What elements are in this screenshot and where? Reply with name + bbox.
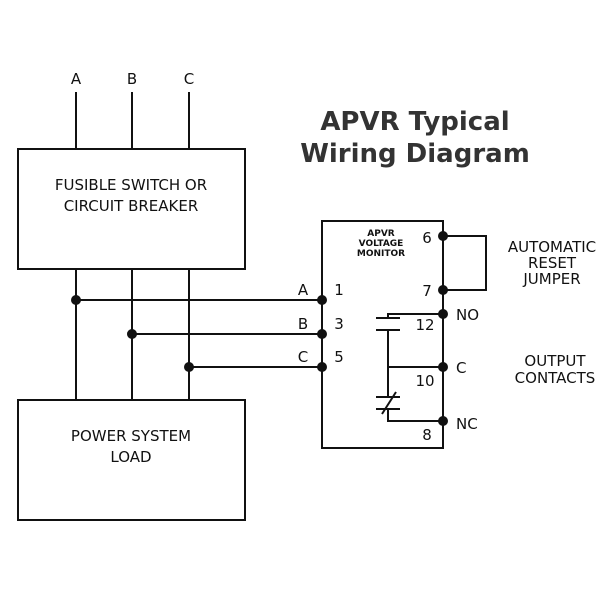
terminal-dot-7 bbox=[438, 285, 448, 295]
reset-jumper-wire bbox=[443, 235, 487, 291]
terminal-dot-6 bbox=[438, 231, 448, 241]
phase-label-b: B bbox=[127, 70, 137, 88]
terminal-dot-3 bbox=[317, 329, 327, 339]
phase-label-a: A bbox=[71, 70, 82, 88]
load-box bbox=[17, 399, 246, 521]
terminal-number-12: 12 bbox=[415, 316, 434, 334]
jumper-label-line1: AUTOMATIC bbox=[508, 238, 596, 256]
contact-label-nc: NC bbox=[456, 415, 478, 433]
jumper-label-line3: JUMPER bbox=[522, 270, 580, 288]
load-label-line2: LOAD bbox=[110, 448, 151, 466]
breaker-label-line1: FUSIBLE SWITCH OR bbox=[55, 176, 207, 194]
monitor-label-line2: VOLTAGE bbox=[359, 239, 404, 249]
nc-contact-wire bbox=[387, 409, 443, 422]
terminal-number-8: 8 bbox=[422, 426, 432, 444]
no-contact-wire bbox=[387, 313, 443, 318]
monitor-label-line1: APVR bbox=[367, 229, 395, 239]
load-label-line1: POWER SYSTEM bbox=[71, 427, 191, 445]
terminal-number-3: 3 bbox=[334, 315, 344, 333]
terminal-number-7: 7 bbox=[422, 282, 432, 300]
junction-dot-c bbox=[184, 362, 194, 372]
terminal-dot-12 bbox=[438, 309, 448, 319]
input-phase-label-a: A bbox=[298, 281, 309, 299]
monitor-label-line3: MONITOR bbox=[357, 249, 405, 259]
diagram-title-line1: APVR Typical bbox=[320, 107, 510, 137]
terminal-number-10: 10 bbox=[415, 372, 434, 390]
input-phase-label-b: B bbox=[298, 315, 308, 333]
input-phase-label-c: C bbox=[298, 348, 308, 366]
terminal-number-5: 5 bbox=[334, 348, 344, 366]
terminal-number-6: 6 bbox=[422, 229, 432, 247]
phase-label-c: C bbox=[184, 70, 194, 88]
output-label-line2: CONTACTS bbox=[515, 369, 596, 387]
nc-contact-slash bbox=[381, 391, 397, 415]
junction-dot-b bbox=[127, 329, 137, 339]
terminal-dot-10 bbox=[438, 362, 448, 372]
terminal-dot-8 bbox=[438, 416, 448, 426]
breaker-label-line2: CIRCUIT BREAKER bbox=[64, 197, 199, 215]
contact-label-no: NO bbox=[456, 306, 479, 324]
terminal-number-1: 1 bbox=[334, 281, 344, 299]
terminal-dot-5 bbox=[317, 362, 327, 372]
diagram-title-line2: Wiring Diagram bbox=[300, 139, 530, 169]
contact-label-c: C bbox=[456, 359, 466, 377]
jumper-label-line2: RESET bbox=[528, 254, 577, 272]
terminal-dot-1 bbox=[317, 295, 327, 305]
junction-dot-a bbox=[71, 295, 81, 305]
output-label-line1: OUTPUT bbox=[524, 352, 586, 370]
